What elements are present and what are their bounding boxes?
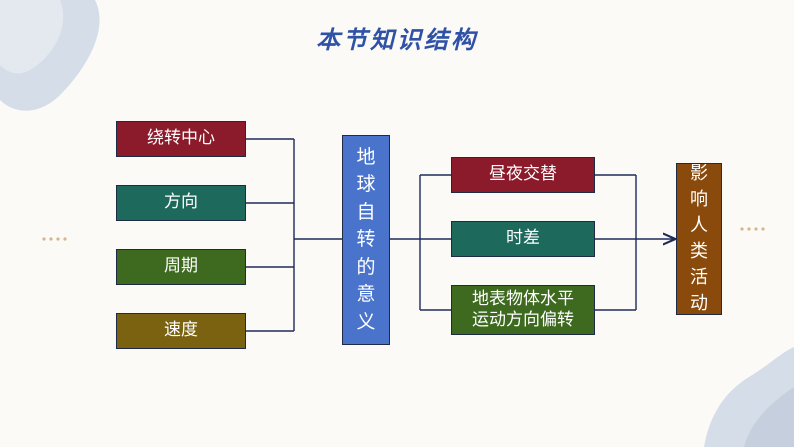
left-box-speed: 速度 xyxy=(116,313,246,349)
dots-decoration-right xyxy=(740,227,765,231)
impact-char: 动 xyxy=(690,293,708,315)
center-char: 转 xyxy=(356,228,376,251)
left-box-label: 绕转中心 xyxy=(147,128,215,149)
impact-char: 人 xyxy=(690,214,708,236)
left-box-label: 速度 xyxy=(164,320,198,341)
left-box-rotation-center: 绕转中心 xyxy=(116,121,246,157)
corner-decoration-bottom-right xyxy=(704,347,794,447)
right-box-day-night: 昼夜交替 xyxy=(451,157,595,193)
right-box-label: 昼夜交替 xyxy=(489,164,557,185)
left-box-label: 方向 xyxy=(164,192,198,213)
left-box-period: 周期 xyxy=(116,249,246,285)
dots-decoration-left xyxy=(42,237,67,241)
corner-decoration-top-left xyxy=(0,0,100,111)
right-box-label-line1: 地表物体水平 xyxy=(472,288,574,309)
right-box-label-line2: 运动方向偏转 xyxy=(472,310,574,330)
impact-box-human-activities: 影 响 人 类 活 动 xyxy=(676,163,722,315)
impact-char: 影 xyxy=(690,162,708,184)
impact-char: 类 xyxy=(690,241,708,262)
center-char: 自 xyxy=(356,200,376,223)
center-char: 的 xyxy=(356,255,376,278)
right-box-deflection: 地表物体水平 运动方向偏转 xyxy=(451,285,595,335)
right-box-time-difference: 时差 xyxy=(451,221,595,257)
center-char: 义 xyxy=(356,310,376,333)
center-char: 球 xyxy=(356,173,376,196)
page-title: 本节知识结构 xyxy=(316,25,478,54)
center-char: 意 xyxy=(356,283,376,306)
impact-char: 活 xyxy=(690,267,708,289)
impact-char: 响 xyxy=(690,188,708,210)
center-char: 地 xyxy=(356,145,376,168)
center-box-earth-rotation-significance: 地 球 自 转 的 意 义 xyxy=(342,135,390,345)
right-box-label: 时差 xyxy=(506,228,540,249)
left-box-label: 周期 xyxy=(164,256,198,277)
left-box-direction: 方向 xyxy=(116,185,246,221)
